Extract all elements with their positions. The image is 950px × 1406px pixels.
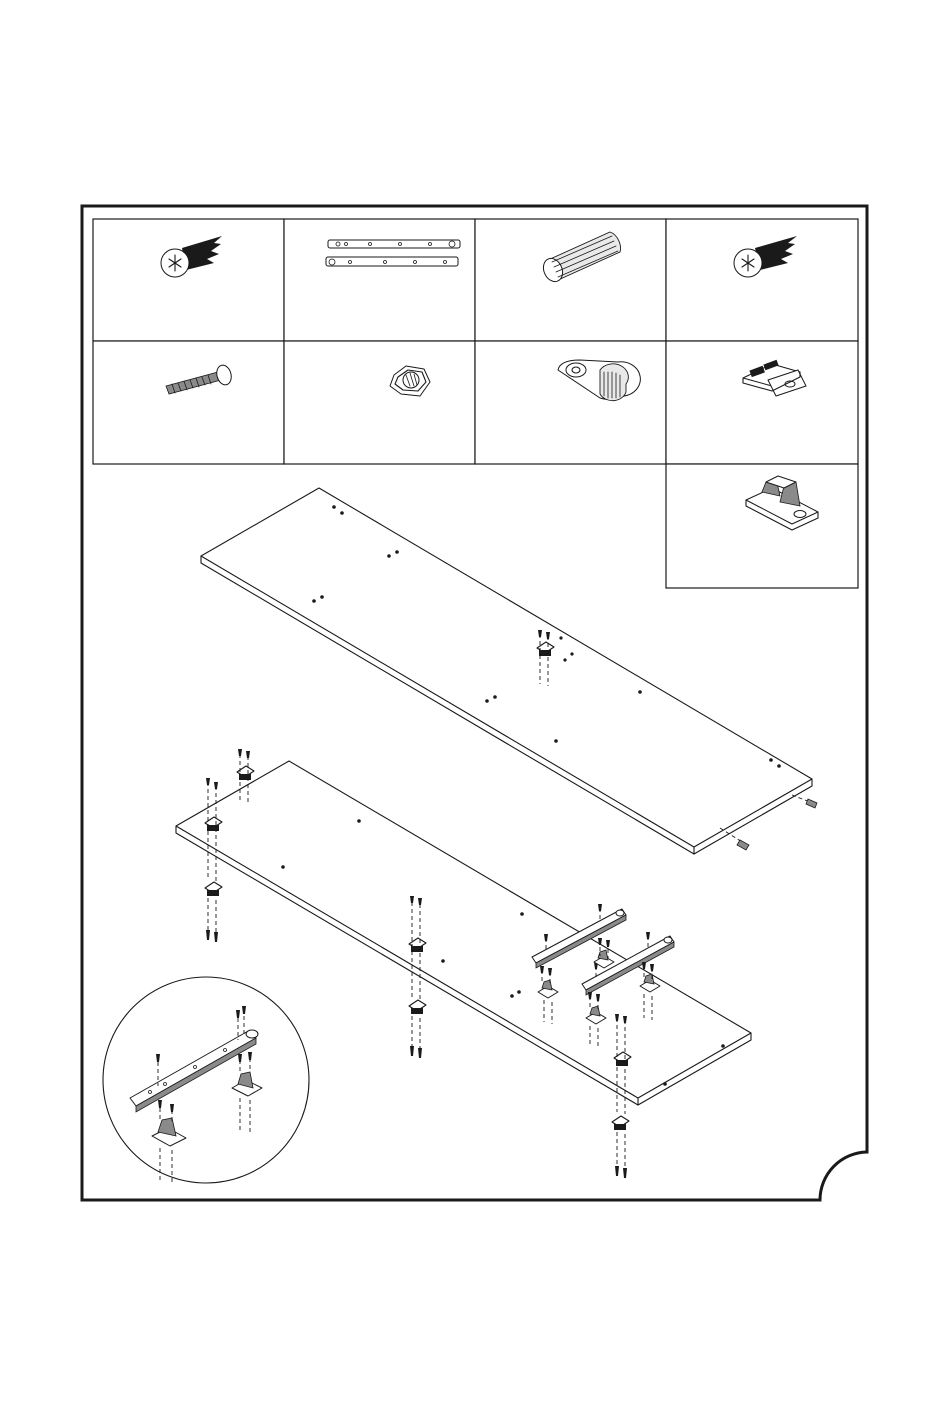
- part-cell-4: [666, 219, 858, 341]
- part-cell-5: [93, 341, 284, 464]
- drawer-slide-left: [532, 904, 626, 968]
- part-cell-9: [666, 464, 858, 588]
- hardware-callouts: [205, 749, 631, 1178]
- part-cell-6: [284, 341, 475, 464]
- part-cell-2: [284, 219, 475, 341]
- lower-panel: [176, 761, 751, 1105]
- part-cell-8: [666, 341, 858, 464]
- part-cell-1: [93, 219, 284, 341]
- detail-circle: [103, 977, 309, 1183]
- part-cell-7: [475, 341, 666, 464]
- part-cell-3: [475, 219, 666, 341]
